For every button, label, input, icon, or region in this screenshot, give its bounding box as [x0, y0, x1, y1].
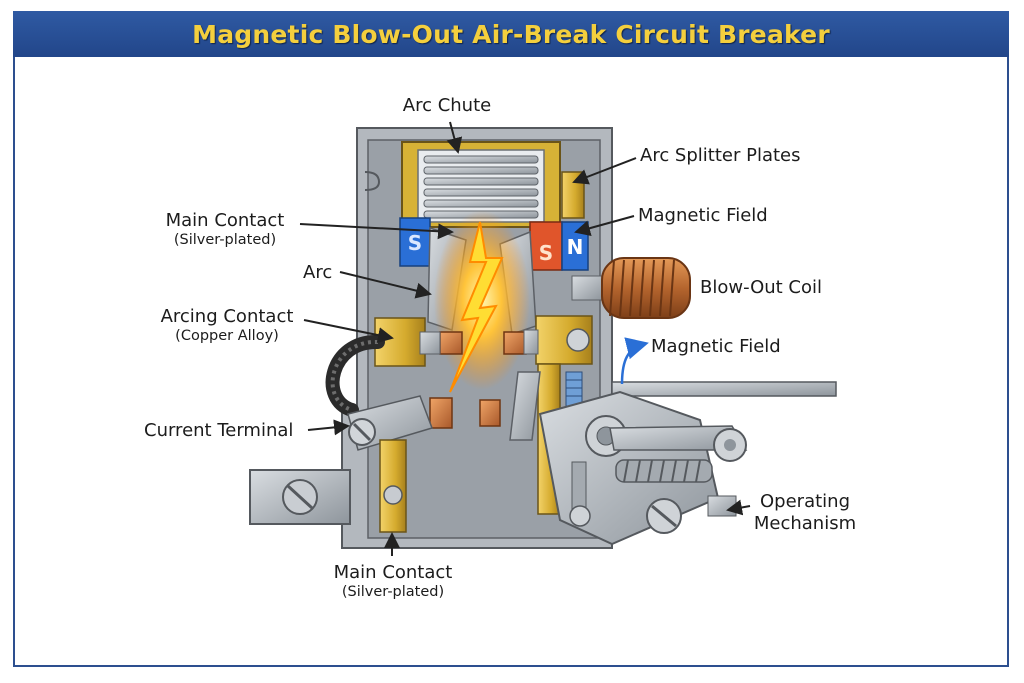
diagram-title: Magnetic Blow-Out Air-Break Circuit Brea…	[192, 19, 830, 49]
operating-mechanism	[538, 381, 837, 546]
operating-rod	[611, 381, 837, 397]
label-arc-splitter-plates: Arc Splitter Plates	[640, 145, 801, 166]
leader-operating-mechanism	[726, 499, 751, 516]
pole-left-label: S	[408, 231, 422, 255]
leader-current-terminal	[307, 419, 350, 436]
magnetic-field-arrow	[620, 337, 649, 385]
label-magnetic-field-right: Magnetic Field	[651, 336, 781, 357]
label-magnetic-field-top: Magnetic Field	[638, 205, 768, 226]
leader-arc-chute	[446, 121, 463, 154]
leader-arcing-contact	[303, 319, 394, 344]
label-current-terminal: Current Terminal	[144, 420, 294, 441]
label-arc: Arc	[303, 262, 333, 283]
label-main-contact-top: Main Contact (Silver-plated)	[165, 210, 285, 248]
label-arc-chute: Arc Chute	[402, 95, 492, 116]
magnet-pole-s: S	[529, 221, 563, 271]
arc-splitter-plates	[423, 155, 539, 219]
arcing-contacts	[429, 331, 527, 429]
leader-arc-splitter	[572, 157, 637, 185]
main-contact-bottom-bar	[379, 439, 407, 533]
pole-n-label: N	[567, 235, 584, 259]
label-blow-out-coil: Blow-Out Coil	[700, 277, 823, 298]
pole-s-label: S	[539, 241, 553, 265]
leader-lines	[299, 121, 751, 556]
title-bar: Magnetic Blow-Out Air-Break Circuit Brea…	[13, 11, 1009, 57]
magnet-pole-left: S	[399, 217, 431, 267]
label-main-contact-bottom: Main Contact (Silver-plated)	[333, 562, 453, 600]
leader-arc	[339, 271, 432, 299]
blow-out-coil	[571, 257, 691, 319]
leader-main-contact-top	[299, 223, 454, 240]
label-arcing-contact: Arcing Contact (Copper Alloy)	[160, 306, 294, 344]
contact-spring	[565, 371, 583, 407]
leader-magnetic-field-top	[574, 215, 635, 236]
label-operating-mechanism: Operating Mechanism	[753, 491, 857, 534]
current-terminal	[347, 395, 433, 451]
arc-chute	[401, 141, 585, 228]
